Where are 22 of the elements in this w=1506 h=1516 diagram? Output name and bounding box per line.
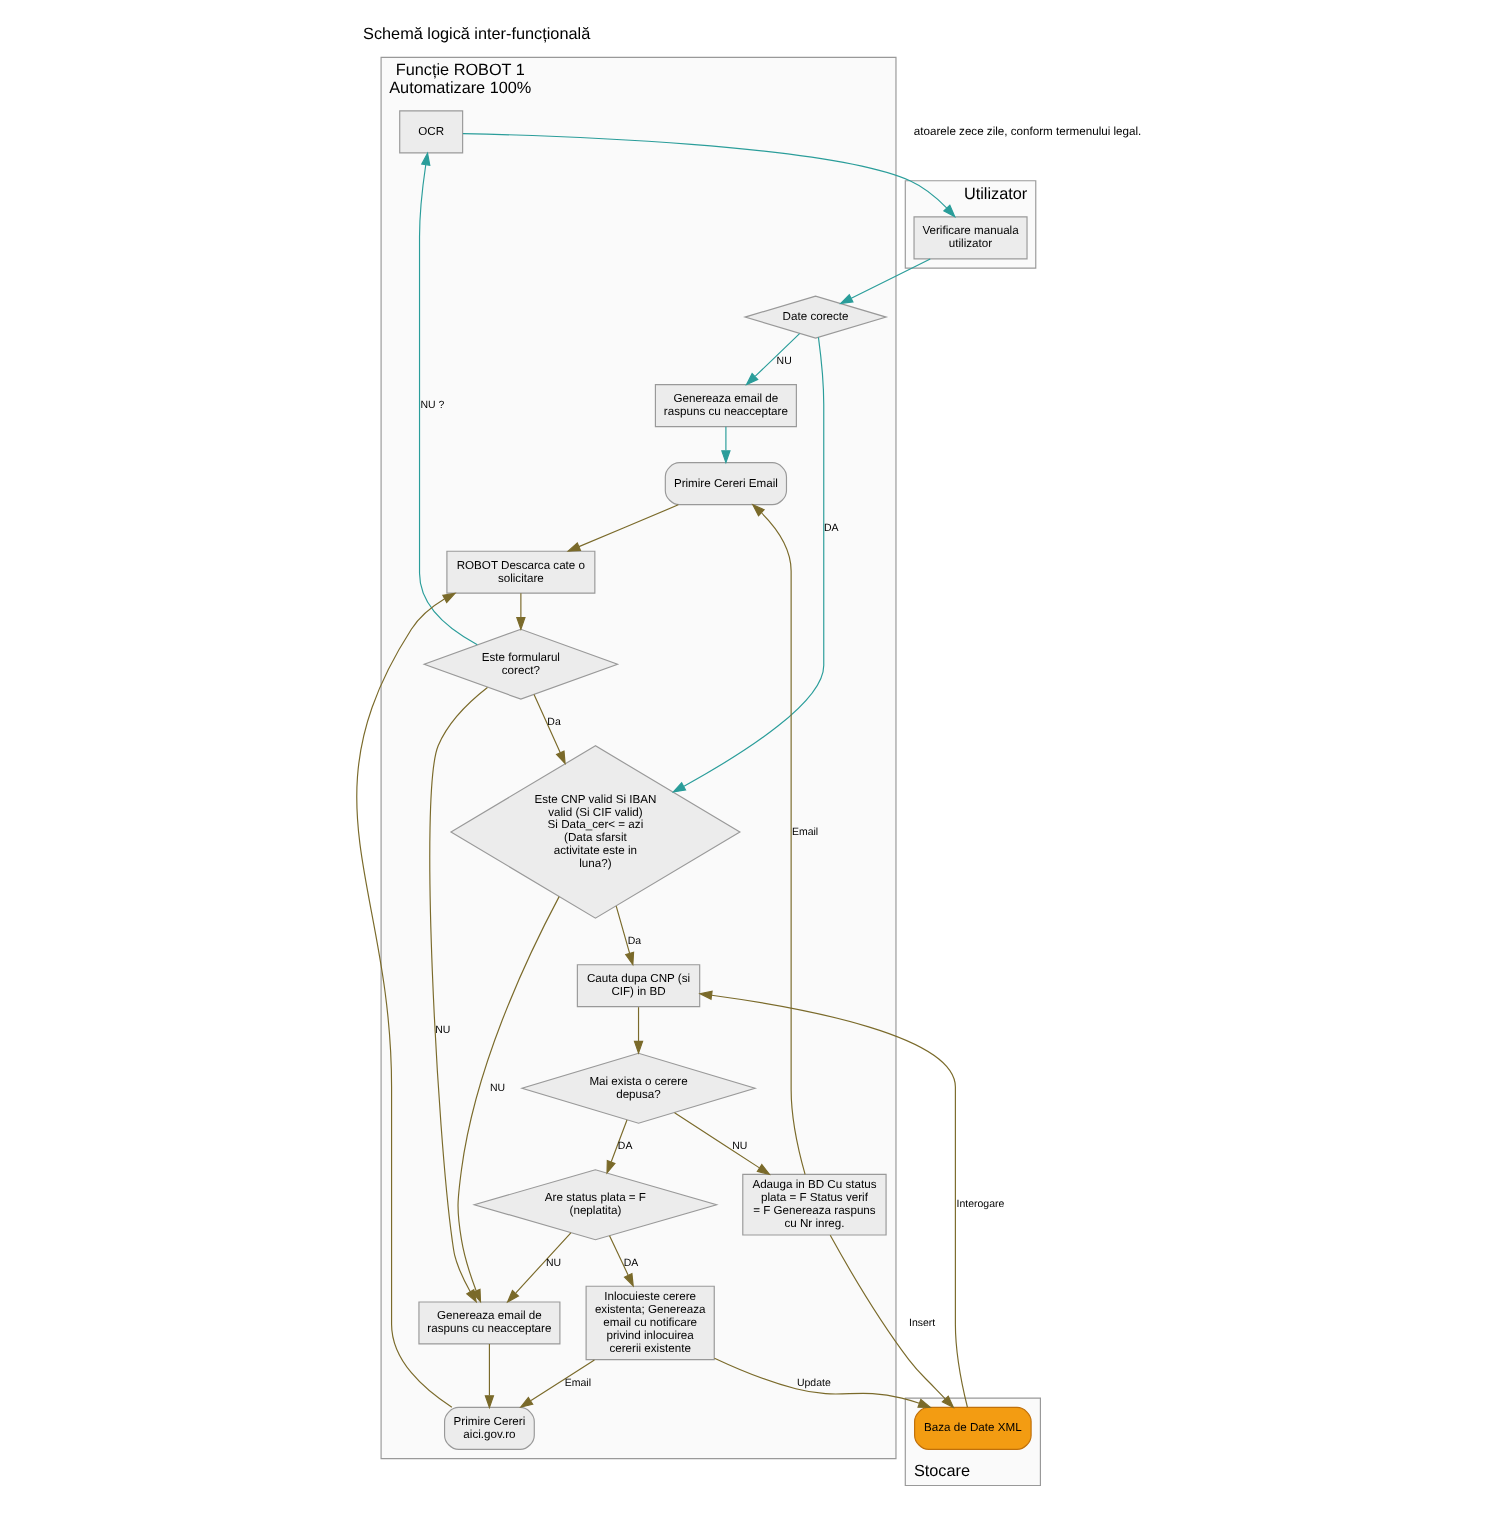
arrow — [615, 905, 635, 967]
arrow — [418, 151, 478, 646]
arrow — [745, 333, 801, 386]
arrow — [713, 1357, 932, 1408]
arrow — [566, 504, 679, 552]
arrow — [533, 694, 566, 766]
arrow — [839, 258, 931, 305]
arrow — [356, 592, 457, 1408]
arrow — [462, 133, 956, 218]
arrow — [721, 426, 731, 465]
arrow — [829, 1234, 955, 1409]
arrow — [506, 1232, 572, 1304]
arrow — [484, 1343, 495, 1410]
arrow — [671, 336, 825, 793]
arrow — [608, 1235, 634, 1288]
arrow — [633, 1006, 644, 1055]
arrow — [751, 503, 806, 1175]
arrow — [606, 1119, 628, 1175]
arrow — [516, 592, 526, 631]
arrow — [673, 1112, 771, 1176]
arrow — [698, 990, 968, 1408]
arrow — [519, 1359, 595, 1409]
